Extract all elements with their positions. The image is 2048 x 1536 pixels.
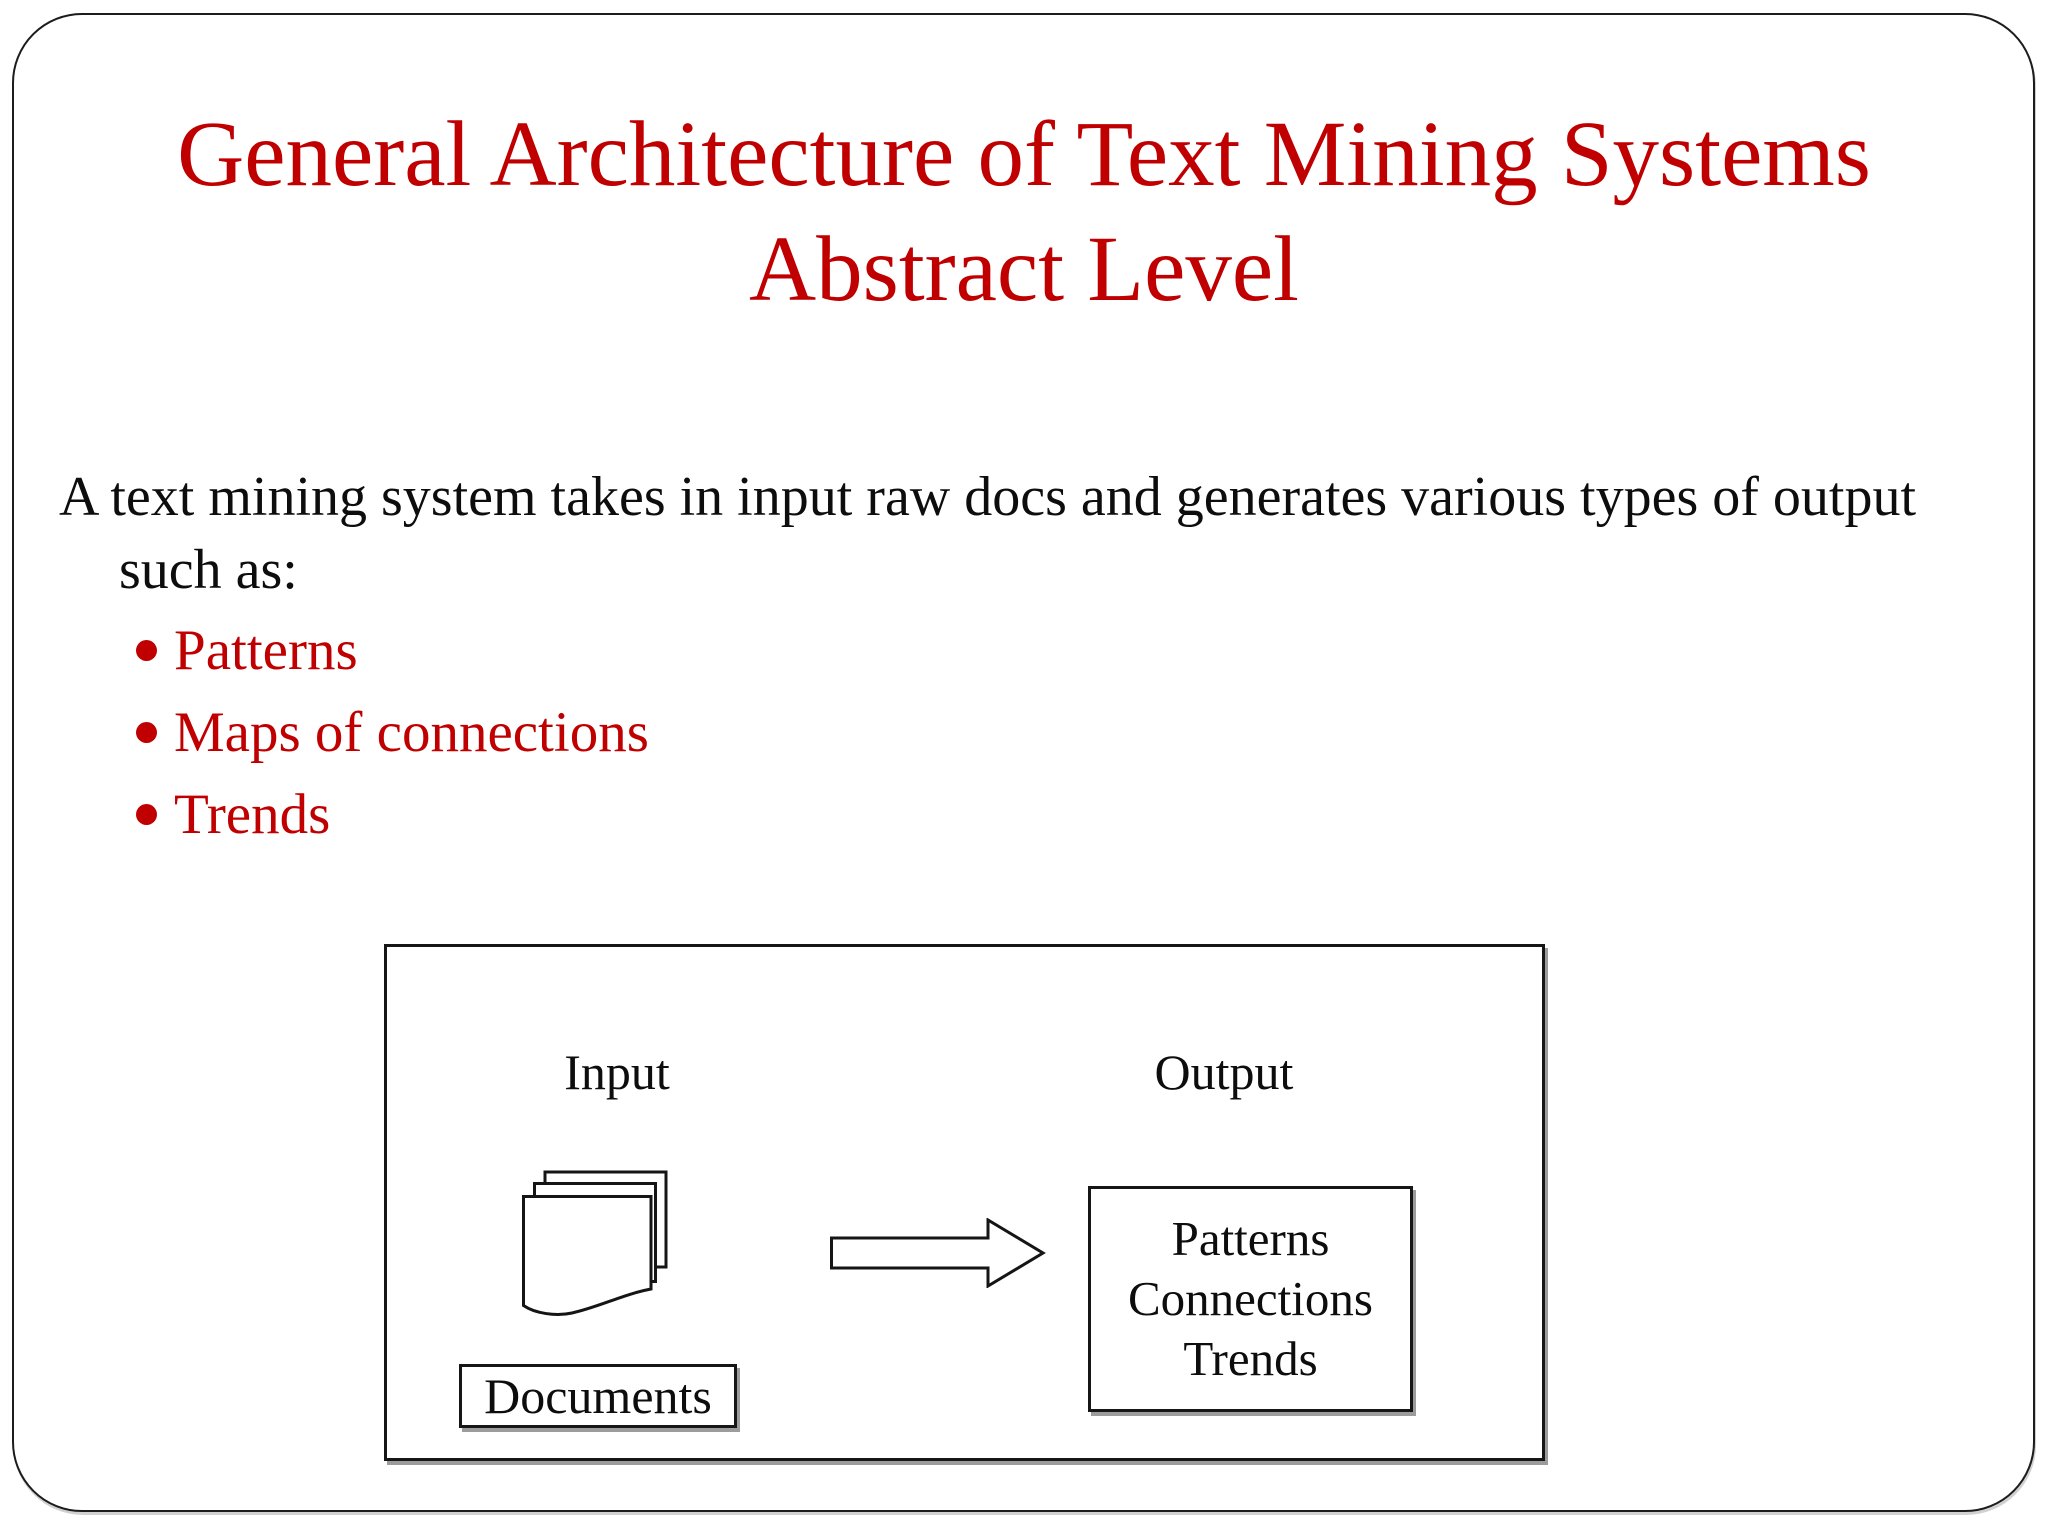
bullet-icon [136,804,157,825]
bullet-icon [136,640,157,661]
bullet-label: Patterns [174,619,358,682]
title-line-2: Abstract Level [748,218,1299,321]
output-item: Trends [1183,1331,1318,1386]
bullet-label: Maps of connections [174,701,649,764]
input-label: Input [564,1044,670,1100]
title-line-1: General Architecture of Text Mining Syst… [177,103,1871,206]
right-arrow-icon [830,1218,1046,1288]
bullet-list: Patterns Maps of connections Trends [136,610,649,856]
page-title: General Architecture of Text Mining Syst… [0,97,2048,327]
documents-icon [522,1170,668,1316]
bullet-icon [136,722,157,743]
body-paragraph: A text mining system takes in input raw … [59,461,2019,607]
output-label: Output [1154,1044,1294,1100]
list-item: Patterns [136,610,649,692]
architecture-diagram: Input Output Patterns Connections Trends… [384,944,1545,1461]
output-item: Connections [1128,1271,1373,1326]
output-item: Patterns [1171,1211,1330,1266]
body-paragraph-line-1: A text mining system takes in input raw … [59,466,1916,528]
bullet-label: Trends [174,783,331,846]
documents-label-box: Documents [459,1364,737,1428]
list-item: Maps of connections [136,692,649,774]
list-item: Trends [136,774,649,856]
documents-label: Documents [484,1368,712,1424]
output-results-box: Patterns Connections Trends [1088,1186,1413,1412]
body-paragraph-line-2: such as: [119,539,298,601]
